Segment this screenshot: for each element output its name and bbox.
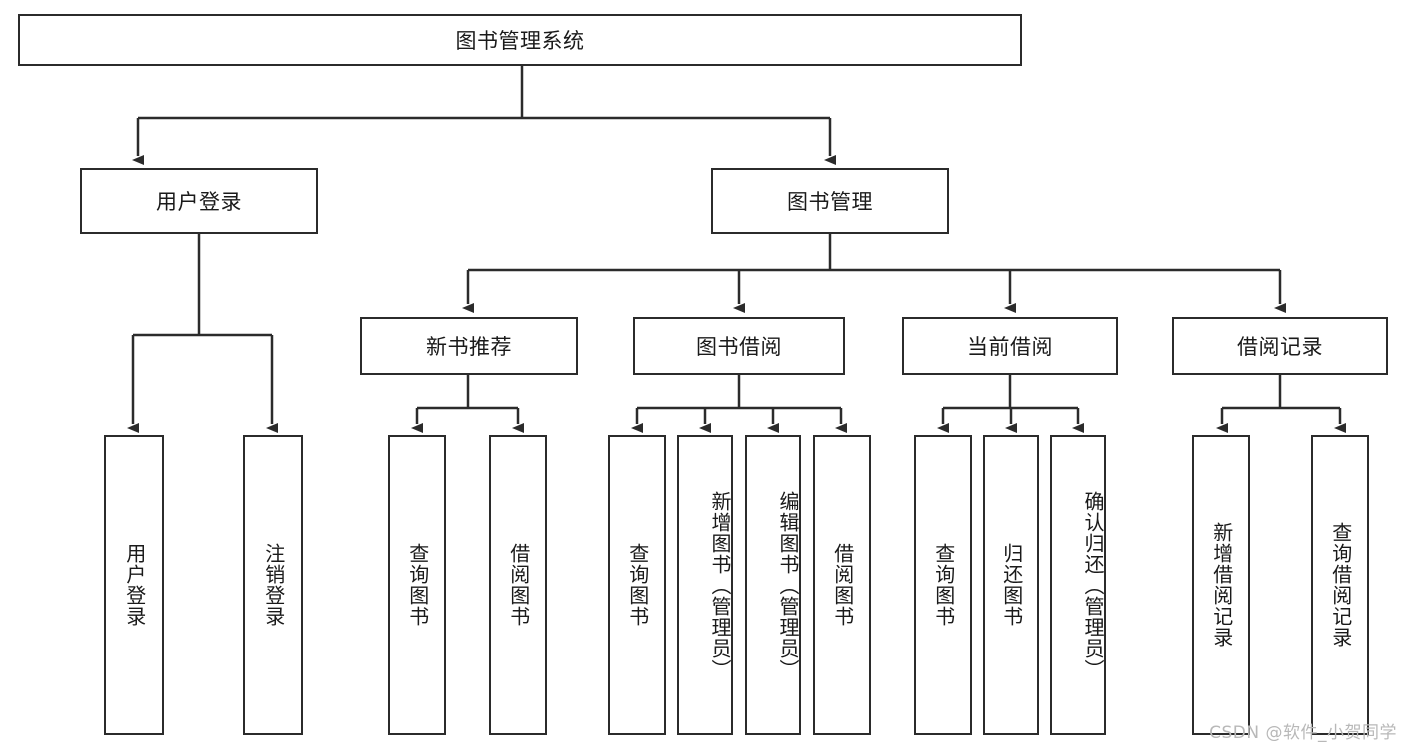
node-label: 注销登录	[261, 543, 286, 627]
node-leaf-user-login[interactable]: 用户登录	[104, 435, 164, 735]
node-label: 编辑图书（管理员）	[776, 490, 800, 680]
node-label: 归还图书	[999, 543, 1024, 627]
node-leaf-query-borrow-record[interactable]: 查询借阅记录	[1311, 435, 1369, 735]
node-label: 确认归还（管理员）	[1081, 490, 1105, 680]
node-label: 用户登录	[122, 543, 147, 627]
node-leaf-borrow-book-borrowing[interactable]: 借阅图书	[813, 435, 871, 735]
node-leaf-add-borrow-record[interactable]: 新增借阅记录	[1192, 435, 1250, 735]
node-leaf-confirm-return-admin[interactable]: 确认归还（管理员）	[1050, 435, 1106, 735]
node-leaf-query-book-current[interactable]: 查询图书	[914, 435, 972, 735]
node-label: 用户登录	[156, 190, 242, 214]
node-label: 新增借阅记录	[1209, 522, 1234, 648]
node-user-login[interactable]: 用户登录	[80, 168, 318, 234]
node-leaf-edit-book-admin[interactable]: 编辑图书（管理员）	[745, 435, 801, 735]
watermark-text: CSDN @软件_小贺同学	[1209, 723, 1397, 743]
node-book-borrowing[interactable]: 图书借阅	[633, 317, 845, 375]
node-root-book-management-system[interactable]: 图书管理系统	[18, 14, 1022, 66]
node-label: 图书管理系统	[455, 29, 585, 53]
node-label: 新增图书（管理员）	[708, 490, 732, 680]
node-label: 当前借阅	[967, 335, 1053, 359]
node-leaf-query-book-recommendation[interactable]: 查询图书	[388, 435, 446, 735]
node-leaf-borrow-book-recommendation[interactable]: 借阅图书	[489, 435, 547, 735]
node-borrowing-record[interactable]: 借阅记录	[1172, 317, 1388, 375]
node-label: 借阅图书	[506, 543, 531, 627]
node-label: 查询借阅记录	[1328, 522, 1353, 648]
node-label: 查询图书	[625, 543, 650, 627]
node-book-management[interactable]: 图书管理	[711, 168, 949, 234]
node-leaf-return-book[interactable]: 归还图书	[983, 435, 1039, 735]
node-new-book-recommendation[interactable]: 新书推荐	[360, 317, 578, 375]
node-leaf-user-logout[interactable]: 注销登录	[243, 435, 303, 735]
node-label: 图书管理	[787, 190, 873, 214]
node-label: 图书借阅	[696, 335, 782, 359]
node-current-borrowing[interactable]: 当前借阅	[902, 317, 1118, 375]
node-leaf-query-book-borrowing[interactable]: 查询图书	[608, 435, 666, 735]
node-label: 借阅记录	[1237, 335, 1323, 359]
node-leaf-add-book-admin[interactable]: 新增图书（管理员）	[677, 435, 733, 735]
node-label: 新书推荐	[426, 335, 512, 359]
node-label: 查询图书	[931, 543, 956, 627]
node-label: 借阅图书	[830, 543, 855, 627]
node-label: 查询图书	[405, 543, 430, 627]
